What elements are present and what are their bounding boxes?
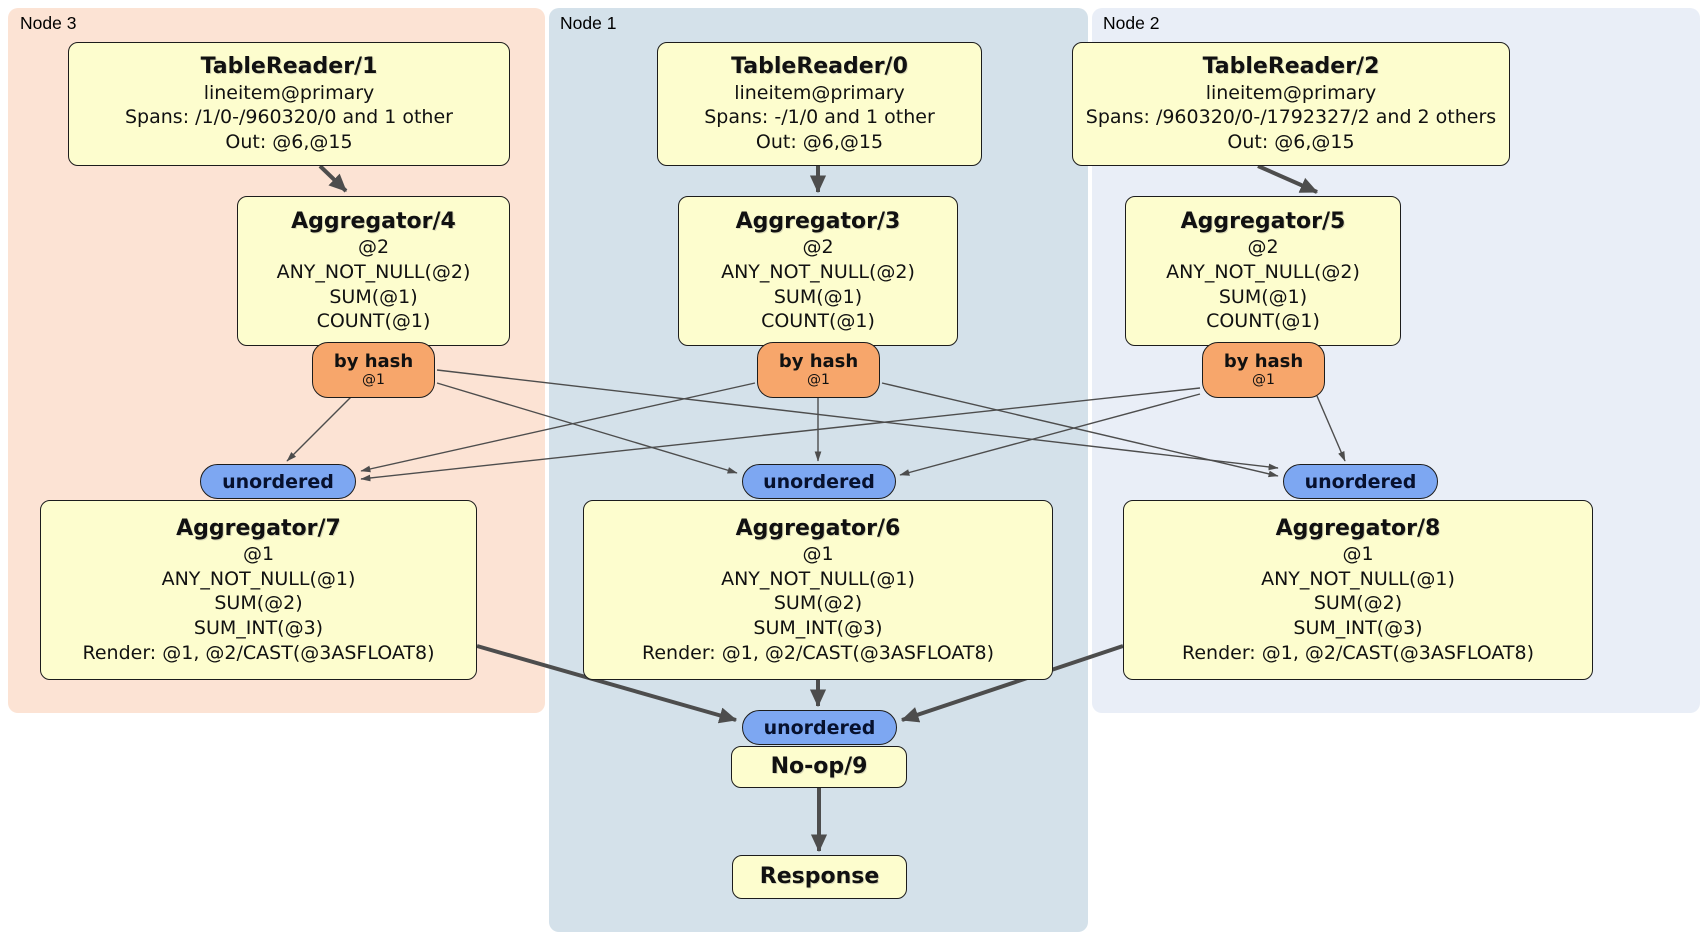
aggregator5-box: Aggregator/5 @2 ANY_NOT_NULL(@2) SUM(@1)… (1125, 196, 1401, 346)
edge-hash3-sync8 (881, 382, 1279, 478)
aggregator6-box: Aggregator/6 @1 ANY_NOT_NULL(@1) SUM(@2)… (583, 500, 1053, 680)
hash-router-4: by hash @1 (312, 342, 435, 398)
hash-router-5-key: @1 (1252, 372, 1275, 389)
noop9-box: No-op/9 (731, 746, 907, 788)
aggregator5-fn: SUM(@1) (1218, 285, 1308, 308)
tablereader1-spans: Spans: /1/0-/960320/0 and 1 other (125, 106, 453, 129)
edge-hash4-sync8 (436, 369, 1279, 471)
node3-panel-label: Node 3 (20, 13, 77, 33)
aggregator3-title: Aggregator/3 (735, 208, 901, 234)
edge-hash4-sync7 (286, 395, 353, 462)
aggregator6-title: Aggregator/6 (735, 515, 901, 541)
hash-router-3-key: @1 (807, 372, 830, 389)
unordered-sync-6: unordered (742, 464, 896, 499)
aggregator7-fn: SUM_INT(@3) (193, 617, 324, 640)
hash-router-5: by hash @1 (1202, 342, 1325, 398)
aggregator6-fn: ANY_NOT_NULL(@1) (721, 567, 915, 590)
aggregator7-groupcols: @1 (242, 543, 275, 566)
edge-hash5-sync6 (899, 393, 1201, 476)
aggregator3-groupcols: @2 (802, 236, 834, 259)
hash-router-5-label: by hash (1223, 350, 1304, 372)
aggregator3-fn: SUM(@1) (773, 285, 863, 308)
aggregator7-fn: SUM(@2) (214, 592, 303, 615)
edge-hash5-sync7 (360, 387, 1201, 482)
edge-tr1-agg4 (318, 164, 348, 193)
hash-router-4-key: @1 (362, 372, 385, 389)
response-title: Response (759, 864, 880, 890)
response-box: Response (732, 855, 907, 899)
tablereader2-index: lineitem@primary (1205, 81, 1377, 104)
unordered-sync-7: unordered (200, 464, 356, 499)
aggregator4-fn: SUM(@1) (329, 285, 418, 308)
unordered-sync-9: unordered (742, 710, 897, 745)
aggregator4-fn: ANY_NOT_NULL(@2) (276, 261, 471, 284)
tablereader2-box: TableReader/2 lineitem@primary Spans: /9… (1072, 42, 1510, 166)
tablereader1-box: TableReader/1 lineitem@primary Spans: /1… (68, 42, 510, 166)
aggregator7-fn: ANY_NOT_NULL(@1) (161, 567, 356, 590)
aggregator5-title: Aggregator/5 (1180, 208, 1346, 234)
aggregator6-render: Render: @1, @2/CAST(@3ASFLOAT8) (642, 641, 994, 664)
aggregator8-groupcols: @1 (1342, 543, 1374, 566)
noop9-title: No-op/9 (770, 754, 868, 780)
tablereader0-title: TableReader/0 (731, 54, 908, 80)
node2-panel-label: Node 2 (1103, 13, 1160, 33)
aggregator4-groupcols: @2 (357, 236, 390, 259)
aggregator5-fn: COUNT(@1) (1206, 310, 1320, 333)
edge-hash4-sync6 (436, 382, 738, 474)
aggregator6-fn: SUM(@2) (773, 592, 863, 615)
edge-hash5-sync8 (1316, 395, 1346, 462)
tablereader0-box: TableReader/0 lineitem@primary Spans: -/… (657, 42, 982, 166)
unordered-sync-8: unordered (1283, 464, 1438, 499)
router-stream-edges (286, 369, 1346, 482)
edge-hash3-sync7 (360, 382, 756, 473)
edge-agg7-sync9 (476, 644, 738, 724)
hash-router-3-label: by hash (778, 350, 859, 372)
edge-agg8-sync9 (900, 644, 1124, 723)
tablereader1-out: Out: @6,@15 (225, 131, 353, 154)
aggregator7-render: Render: @1, @2/CAST(@3ASFLOAT8) (82, 641, 435, 664)
tablereader0-spans: Spans: -/1/0 and 1 other (704, 106, 935, 129)
aggregator8-title: Aggregator/8 (1275, 515, 1441, 541)
aggregator3-fn: COUNT(@1) (761, 310, 875, 333)
tablereader1-index: lineitem@primary (203, 81, 375, 104)
aggregator5-groupcols: @2 (1247, 236, 1279, 259)
tablereader0-out: Out: @6,@15 (755, 131, 884, 154)
aggregator8-fn: SUM_INT(@3) (1293, 617, 1423, 640)
aggregator4-box: Aggregator/4 @2 ANY_NOT_NULL(@2) SUM(@1)… (237, 196, 510, 346)
hash-router-4-label: by hash (333, 350, 414, 372)
node1-panel-label: Node 1 (560, 13, 617, 33)
tablereader0-index: lineitem@primary (734, 81, 905, 104)
tablereader1-title: TableReader/1 (200, 54, 378, 80)
aggregator3-box: Aggregator/3 @2 ANY_NOT_NULL(@2) SUM(@1)… (678, 196, 958, 346)
tablereader2-out: Out: @6,@15 (1227, 131, 1355, 154)
aggregator8-box: Aggregator/8 @1 ANY_NOT_NULL(@1) SUM(@2)… (1123, 500, 1593, 680)
tablereader2-title: TableReader/2 (1202, 54, 1380, 80)
hash-router-3: by hash @1 (757, 342, 880, 398)
aggregator7-title: Aggregator/7 (176, 515, 341, 541)
aggregator8-fn: ANY_NOT_NULL(@1) (1261, 567, 1455, 590)
aggregator6-groupcols: @1 (802, 543, 834, 566)
tablereader2-spans: Spans: /960320/0-/1792327/2 and 2 others (1085, 106, 1497, 129)
aggregator4-fn: COUNT(@1) (316, 310, 431, 333)
edge-tr2-agg5 (1257, 164, 1319, 194)
aggregator4-title: Aggregator/4 (291, 208, 456, 234)
aggregator3-fn: ANY_NOT_NULL(@2) (721, 261, 915, 284)
flow-edges (318, 164, 1319, 853)
aggregator8-render: Render: @1, @2/CAST(@3ASFLOAT8) (1182, 641, 1534, 664)
aggregator7-box: Aggregator/7 @1 ANY_NOT_NULL(@1) SUM(@2)… (40, 500, 477, 680)
aggregator6-fn: SUM_INT(@3) (753, 617, 883, 640)
aggregator5-fn: ANY_NOT_NULL(@2) (1166, 261, 1360, 284)
aggregator8-fn: SUM(@2) (1313, 592, 1403, 615)
